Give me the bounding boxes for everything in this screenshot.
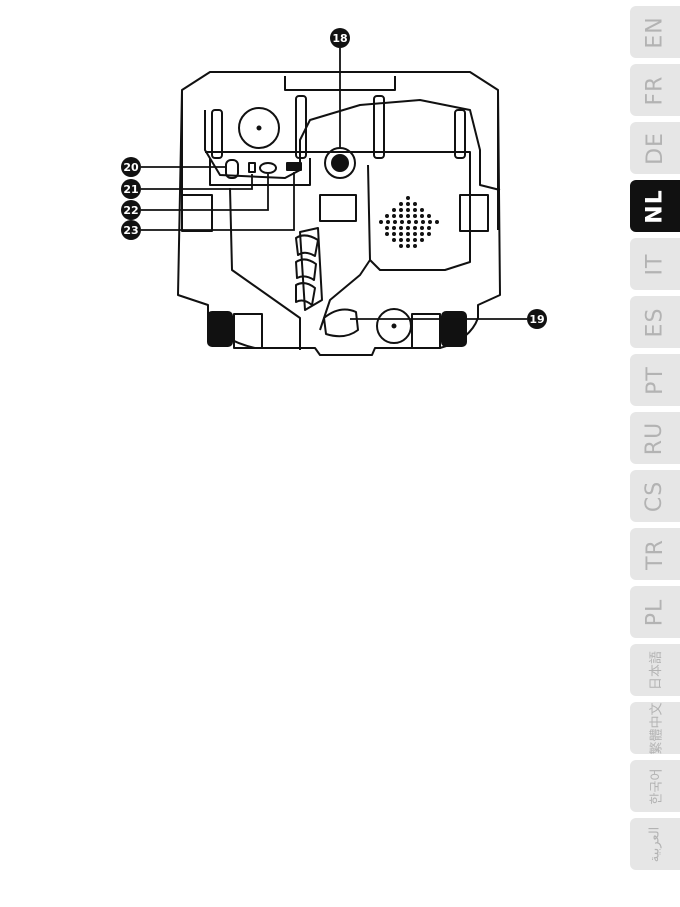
tab-ar[interactable]: العربية [630,818,680,870]
tab-pt[interactable]: PT [630,354,680,406]
tab-ja[interactable]: 日本語 [630,644,680,696]
tab-ko-label: 한국어 [645,768,664,804]
callout-18: 18 [330,28,350,48]
tab-es-label: ES [643,307,668,337]
callout-23: 23 [121,220,141,240]
tab-ru-label: RU [642,421,667,454]
strut-left-1 [212,110,222,158]
tab-nl-label: NL [643,189,668,223]
svg-text:20: 20 [123,161,139,174]
tab-cs[interactable]: CS [630,470,680,522]
tab-pl[interactable]: PL [630,586,680,638]
tab-en-label: EN [642,16,667,48]
tab-es[interactable]: ES [630,296,680,348]
svg-text:18: 18 [332,32,347,45]
jack-23 [287,163,301,170]
tab-de-label: DE [643,132,668,165]
tab-ja-label: 日本語 [645,650,664,689]
tab-tr[interactable]: TR [630,528,680,580]
speaker-grille [379,196,439,248]
tab-cs-label: CS [642,480,667,511]
svg-text:22: 22 [123,204,138,217]
svg-text:19: 19 [529,313,544,326]
tab-it-label: IT [643,253,668,275]
tab-zh-label: 繁體中文 [646,702,665,754]
tab-en[interactable]: EN [630,6,680,58]
pad-left [182,195,212,231]
tab-pt-label: PT [643,366,668,395]
button-22 [260,163,276,173]
callout-19: 19 [527,309,547,329]
pad-center [320,195,356,221]
callout-22: 22 [121,200,141,220]
tab-zh[interactable]: 繁體中文 [630,702,680,754]
language-tabs: EN FR DE NL IT ES PT RU CS TR PL 日本語 繁體中… [630,0,680,907]
tab-ru[interactable]: RU [630,412,680,464]
tab-fr[interactable]: FR [630,64,680,116]
foot-right-dark [442,312,466,346]
pad-right [460,195,488,231]
foot-left-dark [208,312,232,346]
tab-tr-label: TR [642,539,667,570]
clip-19 [324,310,358,337]
svg-text:21: 21 [123,183,138,196]
callout-20: 20 [121,157,141,177]
tab-it[interactable]: IT [630,238,680,290]
device-underside-illustration: 18 19 20 21 22 23 [0,0,620,400]
strut-right-1 [374,96,384,158]
tab-ar-label: العربية [648,826,663,862]
tab-de[interactable]: DE [630,122,680,174]
tab-fr-label: FR [642,75,667,105]
tab-pl-label: PL [643,598,668,626]
strut-right-2 [455,110,465,158]
callout-21: 21 [121,179,141,199]
tab-ko[interactable]: 한국어 [630,760,680,812]
led-21 [249,163,255,172]
tab-nl[interactable]: NL [630,180,680,232]
svg-text:23: 23 [123,224,138,237]
